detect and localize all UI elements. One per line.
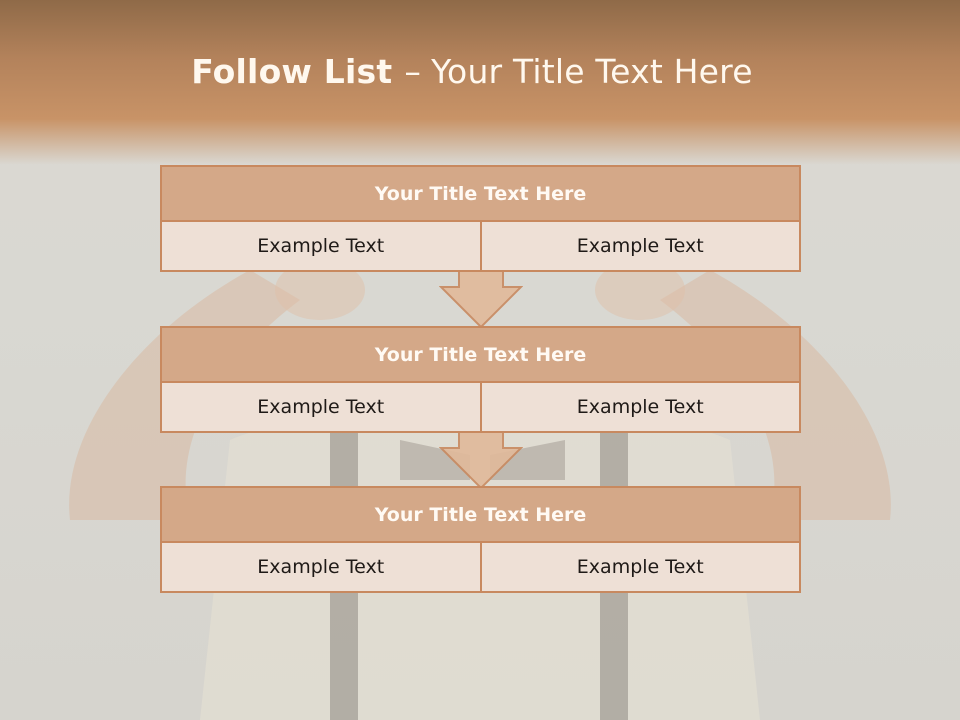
block-title[interactable]: Your Title Text Here	[160, 486, 801, 543]
list-block-1: Your Title Text Here Example Text Exampl…	[160, 165, 801, 272]
block-cell-left[interactable]: Example Text	[160, 383, 482, 433]
title-bold: Follow List	[191, 52, 393, 91]
list-block-2: Your Title Text Here Example Text Exampl…	[160, 326, 801, 433]
block-cell-right[interactable]: Example Text	[481, 383, 801, 433]
list-block-3: Your Title Text Here Example Text Exampl…	[160, 486, 801, 593]
title-bar	[0, 0, 960, 165]
down-arrow-icon	[439, 271, 523, 329]
block-title[interactable]: Your Title Text Here	[160, 165, 801, 222]
block-cell-right[interactable]: Example Text	[481, 222, 801, 272]
down-arrow-icon	[439, 432, 523, 490]
block-cell-right[interactable]: Example Text	[481, 543, 801, 593]
title-rest: Your Title Text Here	[431, 52, 753, 91]
slide-title: Follow List–Your Title Text Here	[0, 52, 944, 91]
block-cell-left[interactable]: Example Text	[160, 543, 482, 593]
block-title[interactable]: Your Title Text Here	[160, 326, 801, 383]
block-cell-left[interactable]: Example Text	[160, 222, 482, 272]
title-separator: –	[404, 52, 422, 91]
